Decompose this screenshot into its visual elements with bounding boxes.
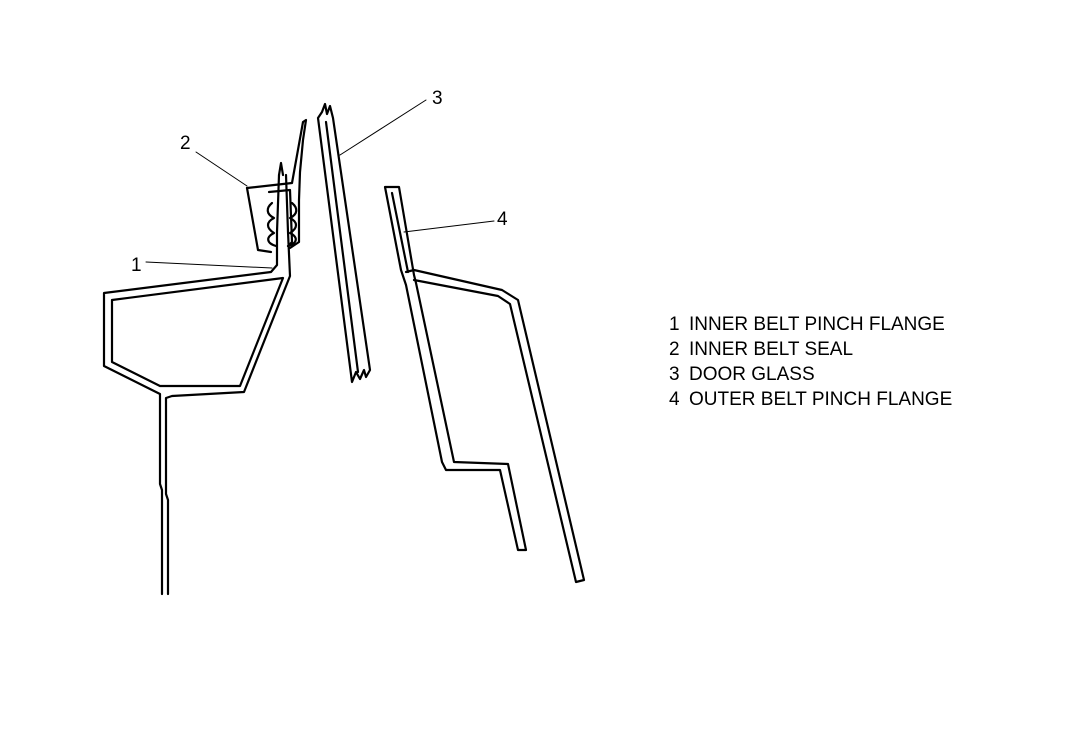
legend-number: 1 [669,314,680,335]
legend-number: 4 [669,389,680,410]
callout-4: 4 [497,209,508,230]
legend-item: 4 OUTER BELT PINCH FLANGE [669,387,952,412]
legend-label: OUTER BELT PINCH FLANGE [689,389,953,410]
callout-1: 1 [131,255,142,276]
legend-number: 3 [669,364,680,385]
legend-item: 1 INNER BELT PINCH FLANGE [669,312,952,337]
leader-line-1 [145,261,273,269]
legend-label: INNER BELT SEAL [689,339,854,360]
legend-label: DOOR GLASS [689,364,815,385]
legend-number: 2 [669,339,680,360]
leader-line-3 [339,99,427,156]
legend-label: INNER BELT PINCH FLANGE [689,314,945,335]
inner-door-panel [102,161,292,596]
leader-lines [145,99,495,269]
callout-2: 2 [180,133,191,154]
callout-3: 3 [432,88,443,109]
legend-item: 2 INNER BELT SEAL [669,337,952,362]
legend-item: 3 DOOR GLASS [669,362,952,387]
legend: 1 INNER BELT PINCH FLANGE 2 INNER BELT SEA… [669,312,952,412]
outer-door-panel [383,185,586,584]
leader-line-2 [195,151,248,187]
leader-line-4 [403,220,495,233]
inner-belt-seal [245,118,308,254]
door-glass [316,102,372,384]
